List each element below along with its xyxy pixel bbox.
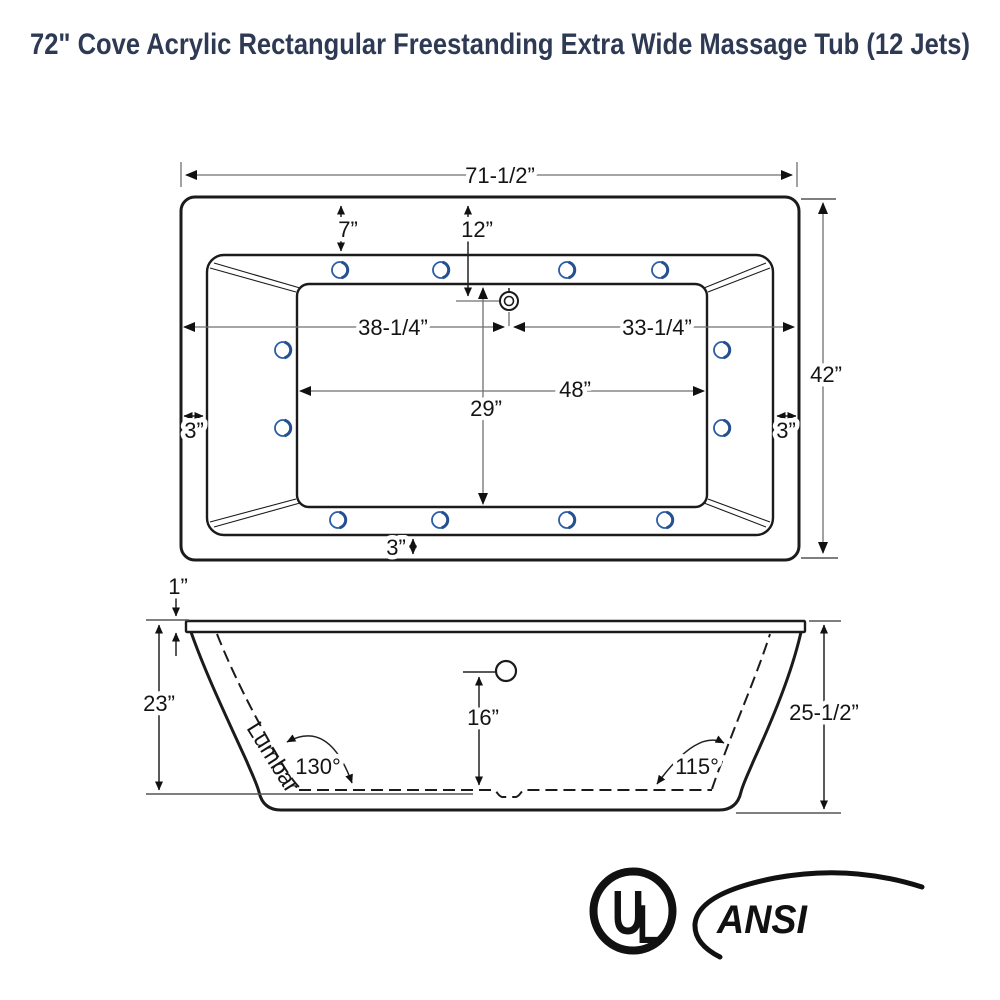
- dim-label-basin-width: 29”: [470, 396, 502, 421]
- jet-icon: [712, 340, 732, 360]
- dim-label-basin-length: 48”: [559, 377, 591, 402]
- jet-icon: [328, 510, 348, 530]
- ul-logo: U L: [589, 867, 677, 956]
- dim-overall-height: 25-1/2”: [736, 620, 863, 814]
- jet-icon: [273, 418, 293, 438]
- dim-rim-left: 3”: [180, 412, 208, 448]
- page-title: 72" Cove Acrylic Rectangular Freestandin…: [30, 28, 970, 61]
- dim-drain-offsets: 38-1/4” 33-1/4”: [183, 311, 795, 345]
- jet-icon: [557, 510, 577, 530]
- basin-corner-lines: [209, 262, 771, 528]
- ansi-logo: ANSI: [692, 870, 925, 960]
- dim-label-overall-width: 71-1/2”: [465, 163, 535, 188]
- dim-label-drain-from-left: 38-1/4”: [358, 315, 428, 340]
- jet-icon: [712, 418, 732, 438]
- tub-rim-side-view: [184, 619, 807, 634]
- dim-label-rim-bottom: 3”: [386, 535, 406, 560]
- jet-icon: [655, 510, 675, 530]
- jet-icon: [557, 260, 577, 280]
- dim-overall-depth: 42”: [801, 198, 846, 559]
- ul-letter-l: L: [637, 895, 661, 956]
- dim-basin-length: 48”: [299, 373, 705, 407]
- dim-label-drain-height: 16”: [467, 705, 499, 730]
- angle-front: 115°: [656, 735, 725, 785]
- dim-label-drain-from-top: 12”: [461, 217, 493, 242]
- jet-icon: [430, 510, 450, 530]
- dim-rim-bottom: 3”: [382, 531, 417, 565]
- dim-rim-band: 7”: [334, 205, 362, 252]
- dim-drain-height: 16”: [463, 676, 503, 786]
- dim-interior-depth: 23”: [139, 624, 473, 795]
- dim-label-rim-lip: 1”: [168, 574, 188, 599]
- top-view-drawing: 71-1/2” 42” 7” 12” 38-1/4” 33-1/4”: [179, 159, 846, 565]
- dim-label-interior-depth: 23”: [143, 691, 175, 716]
- dim-label-rim-right: 3”: [776, 418, 796, 443]
- dim-basin-width: 29”: [466, 287, 506, 505]
- ansi-swoosh: [692, 870, 925, 960]
- drain-side-icon: [463, 659, 518, 683]
- ul-letter-u: U: [612, 879, 644, 948]
- side-view-drawing: 1” 23” 16” 25-1/2” 130° 115°: [139, 570, 863, 814]
- tub-body-profile: [189, 631, 803, 812]
- dim-overall-width: 71-1/2”: [180, 159, 798, 193]
- jet-icon: [330, 260, 350, 280]
- dim-label-drain-from-right: 33-1/4”: [622, 315, 692, 340]
- dim-label-overall-depth: 42”: [810, 362, 842, 387]
- angle-back: 130°: [286, 734, 353, 784]
- jet-icon: [650, 260, 670, 280]
- angle-label-back: 130°: [295, 754, 341, 779]
- dim-label-overall-height: 25-1/2”: [789, 700, 859, 725]
- ul-circle: [589, 867, 677, 955]
- jet-icon: [273, 340, 293, 360]
- jet-icon: [431, 260, 451, 280]
- dim-rim-lip: 1”: [146, 570, 192, 656]
- dim-label-rim-left: 3”: [184, 418, 204, 443]
- dim-rim-right: 3”: [772, 412, 800, 448]
- dim-drain-from-top: 12”: [457, 205, 497, 297]
- dim-label-rim-band: 7”: [338, 217, 358, 242]
- angle-label-front: 115°: [675, 754, 719, 779]
- ansi-text: ANSI: [716, 898, 808, 942]
- drain-icon: [456, 288, 519, 326]
